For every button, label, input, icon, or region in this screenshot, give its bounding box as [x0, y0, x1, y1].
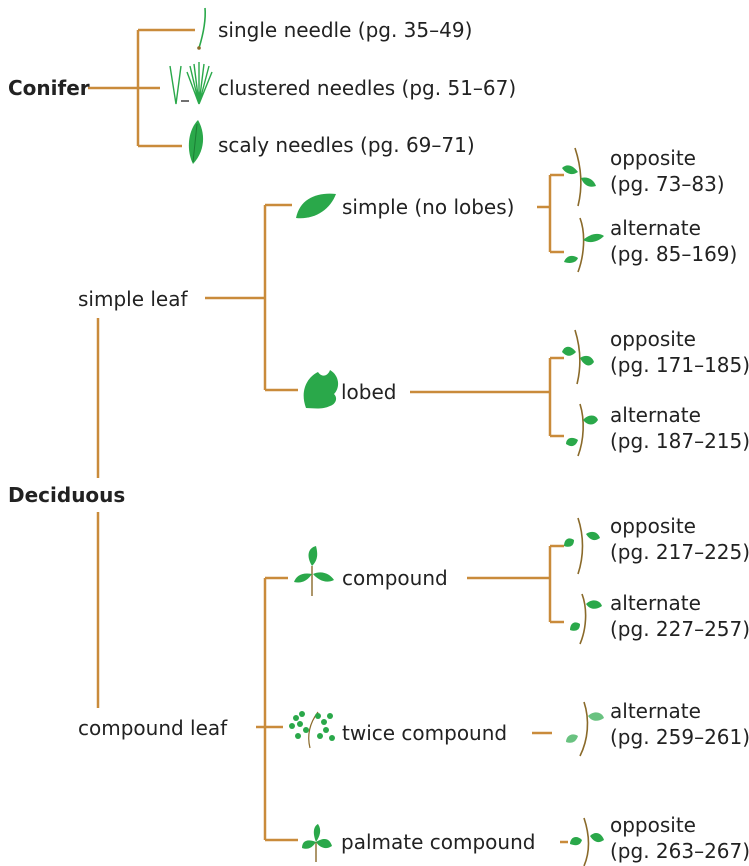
- outcome-opposite-simple: opposite (pg. 73–83): [610, 145, 725, 197]
- page-range: (pg. 259–261): [610, 725, 749, 749]
- opposite-leaves-icon: [562, 147, 596, 207]
- outcome-alternate-lobed: alternate (pg. 187–215): [610, 402, 749, 454]
- arrangement-word: opposite: [610, 327, 696, 351]
- arrangement-word: alternate: [610, 699, 701, 723]
- page-range: (pg. 227–257): [610, 617, 749, 641]
- connector-lines: [88, 28, 578, 844]
- outcome-opposite-compound: opposite (pg. 217–225): [610, 513, 749, 565]
- palmate-compound-leaf-icon: [302, 824, 332, 862]
- single-needle-label: single needle (pg. 35–49): [218, 18, 473, 42]
- single-needle-icon: [197, 7, 206, 50]
- arrangement-word: alternate: [610, 403, 701, 427]
- arrangement-word: alternate: [610, 216, 701, 240]
- page-range: (pg. 171–185): [610, 353, 749, 377]
- page-range: (pg. 187–215): [610, 429, 749, 453]
- compound-leaf-label: compound leaf: [78, 716, 228, 740]
- alternate-twice-compound-leaves-icon: [566, 701, 604, 757]
- alternate-lobed-leaves-icon: [566, 403, 598, 457]
- scaly-needles-icon: [188, 120, 204, 164]
- outcome-alternate-twice-compound: alternate (pg. 259–261): [610, 698, 749, 750]
- simple-leaf-label: simple leaf: [78, 287, 188, 311]
- arrangement-word: opposite: [610, 813, 696, 837]
- page-range: (pg. 73–83): [610, 172, 725, 196]
- outcome-opposite-palmate: opposite (pg. 263–267): [610, 812, 749, 864]
- lobed-leaf-icon: [303, 370, 339, 409]
- lobed-label: lobed: [341, 380, 397, 404]
- simple-no-lobes-label: simple (no lobes): [342, 195, 515, 219]
- compound-leaf-icon: [294, 546, 334, 596]
- palmate-compound-label: palmate compound: [341, 830, 536, 854]
- opposite-lobed-leaves-icon: [562, 329, 594, 385]
- outcome-opposite-lobed: opposite (pg. 171–185): [610, 326, 749, 378]
- page-range: (pg. 217–225): [610, 540, 749, 564]
- opposite-compound-leaves-icon: [564, 517, 600, 575]
- compound-label: compound: [342, 566, 448, 590]
- outcome-alternate-simple: alternate (pg. 85–169): [610, 215, 737, 267]
- twice-compound-label: twice compound: [342, 721, 508, 745]
- scaly-needles-label: scaly needles (pg. 69–71): [218, 133, 475, 157]
- arrangement-word: opposite: [610, 146, 696, 170]
- arrangement-word: opposite: [610, 514, 696, 538]
- page-range: (pg. 263–267): [610, 839, 749, 863]
- deciduous-title: Deciduous: [8, 483, 126, 507]
- twice-compound-leaf-icon: [289, 711, 335, 749]
- arrangement-word: alternate: [610, 591, 701, 615]
- alternate-compound-leaves-icon: [570, 593, 602, 645]
- simple-leaf-icon: [296, 193, 336, 219]
- clustered-needles-label: clustered needles (pg. 51–67): [218, 76, 517, 100]
- page-range: (pg. 85–169): [610, 242, 738, 266]
- outcome-alternate-compound: alternate (pg. 227–257): [610, 590, 749, 642]
- opposite-palmate-leaves-icon: [570, 817, 604, 866]
- clustered-needles-icon: [169, 62, 213, 105]
- alternate-leaves-icon: [564, 217, 604, 273]
- conifer-title: Conifer: [8, 76, 90, 100]
